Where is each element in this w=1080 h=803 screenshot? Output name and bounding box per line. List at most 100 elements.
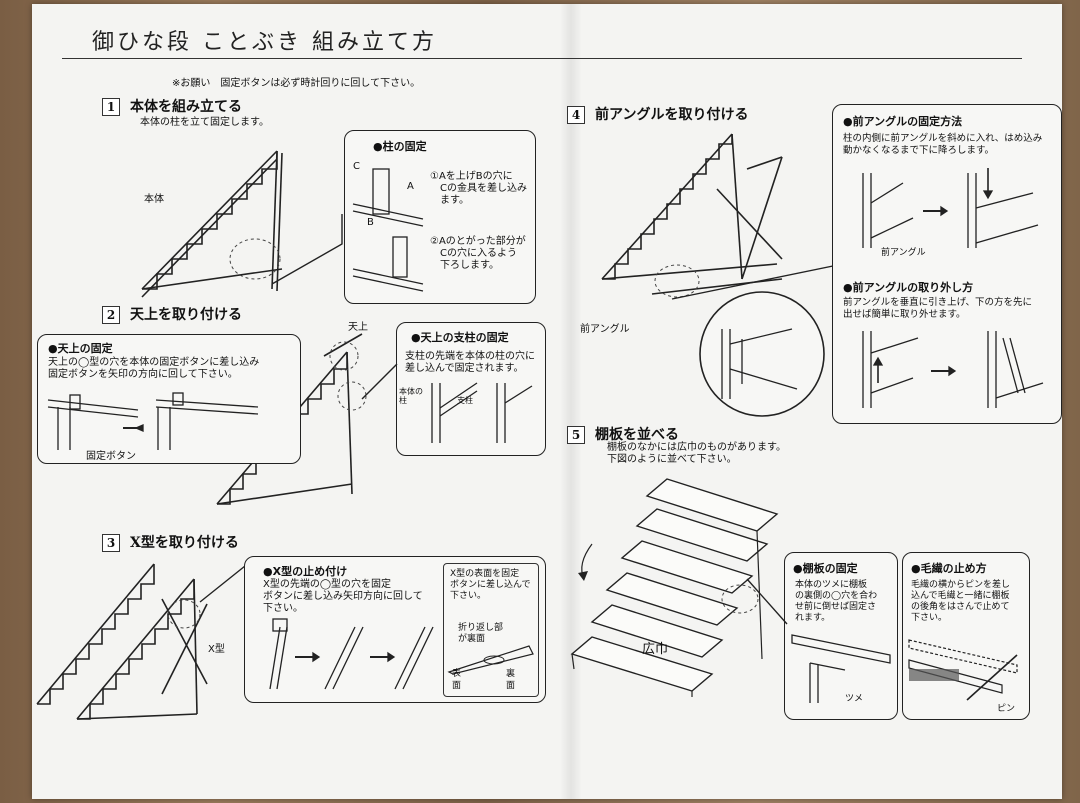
surface-text-1: X型の表面を固定 [450,569,520,579]
step-2-left-text-2: 固定ボタンを矢印の方向に回して下さい。 [48,369,238,380]
step-5-left-panel: ●棚板の固定 本体のツメに棚板 の裏側の◯穴を合わ せ前に倒せば固定さ れます。… [784,552,898,720]
step-2-right-text-2: 差し込んで固定されます。 [405,363,524,374]
step-1-desc: 本体の柱を立て固定します。 [140,117,269,128]
label-support: 支柱 [457,396,473,405]
step-2-heading: 2 天上を取り付ける [102,304,242,324]
step-2-figure-label: 天上 [348,322,368,333]
x-brace-fix-diagram [269,618,434,690]
step-3-figure-label: X型 [208,644,225,655]
surface-text-2: ボタンに差し込んで [450,580,531,590]
step-3-panel: ●X型の止め付け X型の先端の◯型の穴を固定 ボタンに差し込み矢印方向に回して … [244,556,546,703]
pin-label: ピン [997,704,1016,714]
step-4-figure-label: 前アングル [580,324,630,335]
step-4-title: 前アングルを取り付ける [595,107,749,123]
shelf-fix-text-3: せ前に倒せば固定さ [795,602,877,612]
step-1-note-2: ②Aのとがった部分が Cの穴に入るよう 下ろします。 [430,236,526,272]
x-brace-surface-subpanel: X型の表面を固定 ボタンに差し込んで 下さい。 折り返し部 が裏面 表面 裏面 [443,563,539,697]
felt-text-2: 込んで毛繊と一緒に棚板 [911,591,1010,601]
note-1-line-3: ます。 [440,195,469,206]
step-5-left-title: ●棚板の固定 [793,562,858,575]
note-2-line-2: Cの穴に入るよう [440,248,517,259]
top-fix-diagram [47,392,259,450]
felt-text-3: の後角をはさんで止めて [911,602,1010,612]
felt-text-1: 毛繊の横からピンを差し [911,580,1011,590]
surface-text-3: 下さい。 [450,591,487,601]
shelf-fix-text-4: れます。 [795,613,831,623]
step-4-heading: 4 前アングルを取り付ける [567,104,748,124]
step-4-top-title: ●前アングルの固定方法 [843,115,963,128]
step-5-right-title: ●毛繊の止め方 [911,562,987,575]
note-1-line-2: Cの金具を差し込み [440,183,527,194]
title-divider [62,58,1022,59]
claw-label: ツメ [845,694,864,704]
step-5-callout-pointer [746,578,788,625]
support-fix-diagram [431,382,533,443]
step-5-desc-2: 下図のように並べて下さい。 [607,454,737,465]
note-1-line-1: ①Aを上げBの穴に [430,171,513,182]
step-3-text-3: 下さい。 [263,603,303,614]
shelf-fix-text-1: 本体のツメに棚板 [795,580,868,590]
step-1-figure-label: 本体 [144,194,164,205]
step-4-number: 4 [567,106,585,124]
step-5-title: 棚板を並べる [595,427,679,443]
step-5-shelves-illustration [570,478,779,697]
step-1-callout-pointer [271,214,343,285]
step-2-left-text-1: 天上の◯型の穴を本体の固定ボタンに差し込み [48,357,260,368]
step-2-title: 天上を取り付ける [130,307,242,323]
paper-fold [560,4,582,799]
step-3-heading: 3 X型を取り付ける [102,532,239,552]
shelf-fix-diagram [791,634,891,703]
fix-button-label: 固定ボタン [86,451,136,462]
step-1-note-1: ①Aを上げBの穴に Cの金具を差し込み ます。 [430,171,527,207]
label-c: C [353,161,360,172]
felt-fix-diagram [908,639,1018,701]
label-b: B [367,217,374,228]
fold-label-2: が裏面 [458,634,486,644]
label-a: A [407,181,414,192]
felt-text-4: 下さい。 [911,613,948,623]
step-2-right-panel: ●天上の支柱の固定 支柱の先端を本体の柱の穴に 差し込んで固定されます。 本体の… [396,322,546,456]
front-angle-fix-diagram [862,168,1039,248]
step-4-top-text-1: 柱の内側に前アングルを斜めに入れ、はめ込み [843,133,1043,144]
document-title: 御ひな段 ことぶき 組み立て方 [92,30,437,55]
notice-text: ※お願い 固定ボタンは必ず時計回りに回して下さい。 [172,78,421,89]
step-1-panel: ●柱の固定 C A B ①Aを上げBの穴に Cの金具を差し込み ます。 ②Aのと… [344,130,536,304]
step-3-number: 3 [102,534,120,552]
step-2-number: 2 [102,306,120,324]
front-angle-remove-diagram [862,331,1044,408]
step-1-number: 1 [102,98,120,116]
note-2-line-1: ②Aのとがった部分が [430,236,526,247]
step-1-panel-title: ●柱の固定 [373,140,427,153]
step-3-panel-title: ●X型の止め付け [263,565,348,578]
step-1-stand-illustration [141,150,283,298]
label-body-column: 本体の柱 [399,387,423,405]
step-5-desc-1: 棚板のなかには広巾のものがあります。 [607,442,786,453]
step-5-heading: 5 棚板を並べる [567,424,679,444]
step-5-number: 5 [567,426,585,444]
step-3-stand-illustration [36,563,208,720]
note-2-line-3: 下ろします。 [440,260,499,271]
step-3-text-1: X型の先端の◯型の穴を固定 [263,579,392,590]
column-fix-diagram [352,168,424,292]
step-2-right-text-1: 支柱の先端を本体の柱の穴に [405,351,535,362]
x-brace-bar-diagram [447,645,534,675]
fold-label-1: 折り返し部 [458,623,504,633]
wide-board-label: 広巾 [642,642,669,657]
front-angle-label: 前アングル [881,248,926,258]
step-1-heading: 1 本体を組み立てる [102,96,242,116]
step-4-panel: ●前アングルの固定方法 柱の内側に前アングルを斜めに入れ、はめ込み 動かなくなる… [832,104,1062,424]
step-4-bottom-text-2: 出せば簡単に取り外せます。 [843,309,966,320]
step-3-title: X型を取り付ける [130,535,239,551]
step-2-right-panel-title: ●天上の支柱の固定 [411,331,509,344]
step-5-right-panel: ●毛繊の止め方 毛繊の横からピンを差し 込んで毛繊と一緒に棚板 の後角をはさんで… [902,552,1030,720]
step-2-callout-pointer [361,363,398,400]
step-1-title: 本体を組み立てる [130,99,242,115]
step-2-left-panel: ●天上の固定 天上の◯型の穴を本体の固定ボタンに差し込み 固定ボタンを矢印の方向… [37,334,301,464]
step-3-callout-pointer [199,565,246,603]
step-2-left-panel-title: ●天上の固定 [48,342,113,355]
step-4-zoom-circle [699,291,825,417]
instruction-sheet: 御ひな段 ことぶき 組み立て方 ※お願い 固定ボタンは必ず時計回りに回して下さい… [32,4,1062,799]
step-3-text-2: ボタンに差し込み矢印方向に回して [263,591,423,602]
back-label: 裏面 [506,669,516,691]
step-4-top-text-2: 動かなくなるまで下に降ろします。 [843,145,995,156]
